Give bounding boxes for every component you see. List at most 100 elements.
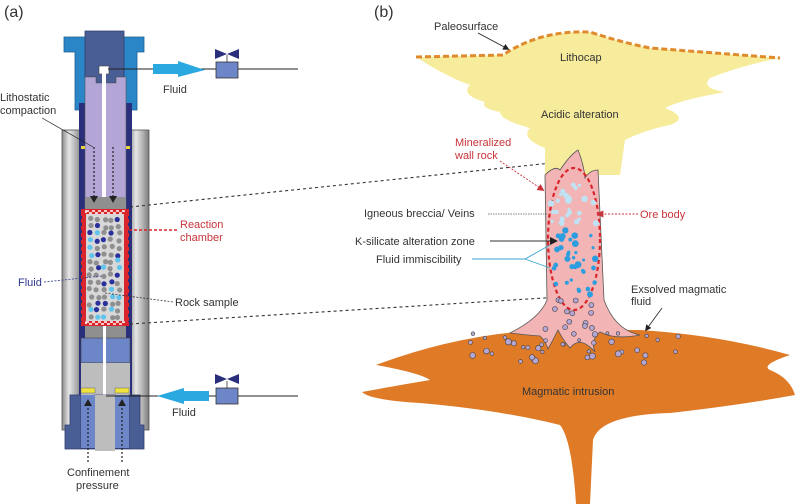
magma-bubble (569, 310, 576, 317)
grain (116, 264, 123, 271)
fluid-bubble (592, 220, 600, 227)
magma-bubble (543, 338, 548, 343)
magma-bubble (572, 297, 579, 304)
grain (108, 306, 115, 312)
fluid-arrow-bottom (157, 388, 209, 404)
grain (107, 271, 114, 277)
ore-body-outline (546, 166, 602, 312)
magma-bubble (582, 323, 588, 329)
grain (93, 260, 99, 266)
grain (108, 217, 114, 223)
rock-sample-leader (104, 292, 174, 303)
fluid-bubble (576, 210, 582, 216)
magma-bubble (615, 331, 620, 336)
grain (101, 273, 107, 279)
grain (114, 216, 120, 223)
grain (110, 301, 116, 307)
magma-bubble (634, 347, 640, 353)
magma-bubble (588, 302, 595, 308)
bottom-seal-left (80, 387, 96, 394)
compaction-arrowhead-left (90, 196, 98, 203)
seal-left (81, 146, 85, 149)
valve-icon-top (215, 49, 239, 59)
paleosurface-line (415, 30, 781, 60)
fluid-bubble (547, 200, 555, 207)
paleosurface-arrow (477, 32, 510, 50)
piston-head (85, 197, 126, 209)
label-lithostatic-2: compaction (0, 105, 56, 117)
grain (110, 315, 116, 321)
grain (87, 229, 93, 236)
grain (108, 230, 114, 236)
fluid-bubble (565, 213, 570, 218)
fluid-bubble (576, 287, 581, 292)
label-confinement-2: pressure (76, 480, 119, 492)
grain (114, 314, 121, 321)
label-mineralized-2: wall rock (454, 150, 498, 162)
grain (94, 230, 100, 236)
fluid-channel-bottom (103, 326, 106, 396)
valve-icon-bottom (215, 374, 239, 384)
grain (87, 244, 93, 250)
grain (109, 243, 115, 249)
grain (95, 252, 101, 258)
confinement-arrowhead-left (84, 399, 92, 406)
grain (95, 279, 101, 285)
mineralized-arrow (499, 160, 545, 192)
zoom-line-top (129, 159, 581, 208)
fluid-bubble (564, 280, 569, 285)
magma-bubble (540, 349, 545, 354)
seal-right (126, 146, 130, 149)
magma-bubble (525, 345, 531, 350)
magma-bubble (535, 345, 542, 352)
panel-a-label: (a) (4, 4, 24, 21)
magma-bubble (504, 338, 512, 346)
grain (87, 259, 93, 265)
grain (88, 306, 94, 313)
magma-bubble (589, 352, 596, 360)
chamber-top-dashes (85, 210, 125, 214)
fluid-bubble (553, 281, 559, 287)
magma-bubble (673, 349, 678, 354)
magmatic-intrusion (362, 330, 795, 504)
magma-bubble (557, 298, 564, 304)
magma-bubble (469, 352, 476, 359)
fluid-bubble (577, 183, 582, 188)
grain (115, 300, 121, 307)
label-paleosurface: Paleosurface (434, 21, 498, 33)
grain (89, 294, 95, 300)
fluid-bubble (567, 207, 571, 212)
grain (108, 225, 114, 231)
grain (94, 222, 101, 229)
label-ore-body: Ore body (640, 209, 686, 221)
grain (101, 251, 107, 257)
grain (93, 307, 100, 313)
magma-bubble (502, 335, 507, 340)
grain (103, 225, 109, 231)
grain (93, 287, 99, 293)
grain (102, 300, 108, 307)
magma-bubble (483, 347, 490, 355)
lithocap (416, 31, 780, 175)
grain (107, 236, 113, 242)
magma-bubble (539, 342, 544, 347)
grain (116, 245, 122, 252)
fluid-bubble (577, 217, 581, 221)
label-breccia: Igneous breccia/ Veins (364, 208, 475, 220)
label-fluid-left: Fluid (18, 277, 42, 289)
label-intrusion: Magmatic intrusion (522, 386, 614, 398)
magma-bubble (482, 335, 487, 340)
label-lithocap: Lithocap (560, 52, 602, 64)
fluid-bubble (590, 199, 597, 206)
label-ksilicate: K-silicate alteration zone (355, 236, 475, 248)
fluid-bubble (592, 280, 597, 285)
panel-a: (a) (0, 4, 298, 492)
grain (88, 266, 94, 272)
stock-bubbles (542, 182, 600, 332)
fluid-bubble (571, 232, 579, 239)
magma-bubble (571, 331, 577, 337)
magma-bubble (586, 349, 591, 354)
grain (86, 272, 92, 278)
grain (95, 300, 101, 306)
fluid-bubble (569, 278, 573, 282)
